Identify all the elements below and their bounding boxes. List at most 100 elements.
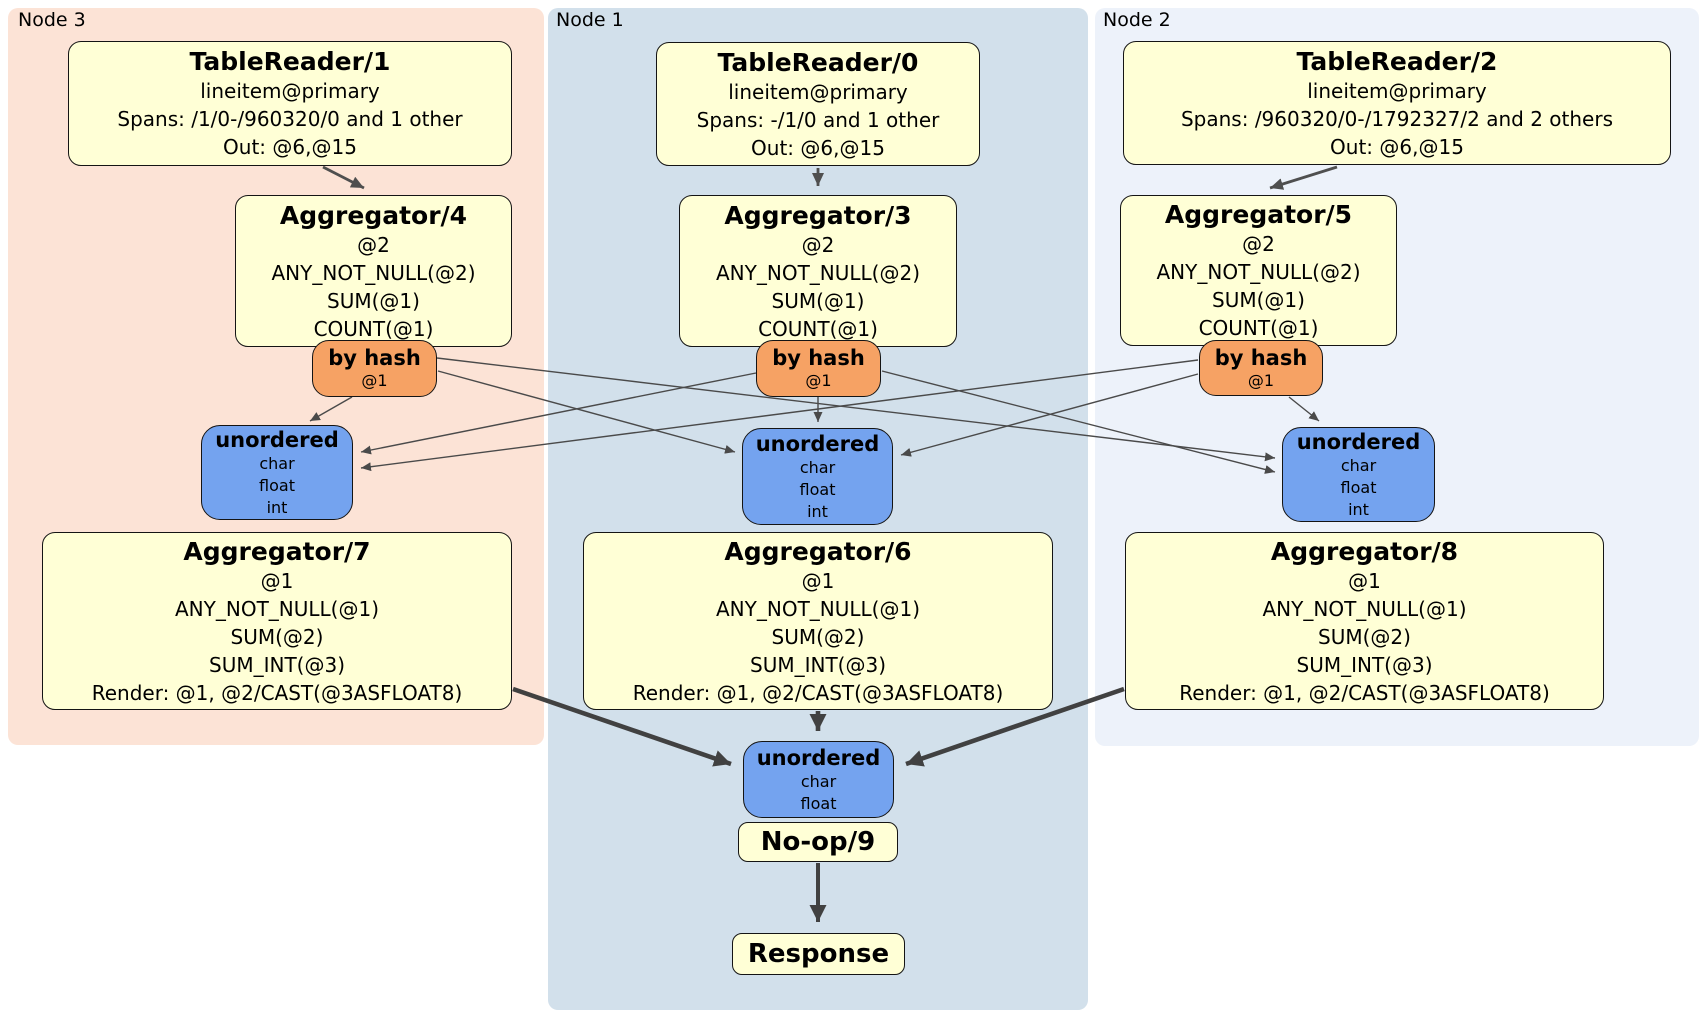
aggregator-6-render: Render: @1, @2/CAST(@3ASFLOAT8) bbox=[632, 680, 1004, 705]
by-hash-router-node1-key: @1 bbox=[805, 371, 832, 390]
aggregator-8-fn2: SUM(@2) bbox=[1318, 624, 1411, 649]
by-hash-router-node2: by hash @1 bbox=[1199, 340, 1323, 396]
aggregator-7-fn2: SUM(@2) bbox=[230, 624, 324, 649]
by-hash-router-node3-key: @1 bbox=[361, 371, 388, 390]
unordered-sync-node1-type3: int bbox=[807, 501, 828, 521]
aggregator-5-group: @2 bbox=[1242, 232, 1275, 256]
aggregator-4-group: @2 bbox=[357, 232, 390, 257]
tablereader-1-spans: Spans: /1/0-/960320/0 and 1 other bbox=[117, 107, 463, 131]
unordered-sync-node2-type3: int bbox=[1348, 499, 1369, 519]
tablereader-2-index: lineitem@primary bbox=[1307, 78, 1487, 103]
aggregator-3-box: Aggregator/3 @2 ANY_NOT_NULL(@2) SUM(@1)… bbox=[679, 195, 957, 347]
aggregator-4-fn3: COUNT(@1) bbox=[313, 316, 434, 341]
edge-router3-sync3 bbox=[309, 396, 353, 422]
aggregator-5-fn3: COUNT(@1) bbox=[1198, 316, 1319, 340]
unordered-sync-final-type2: float bbox=[800, 793, 837, 813]
tablereader-0-out: Out: @6,@15 bbox=[751, 135, 885, 160]
tablereader-0-index: lineitem@primary bbox=[728, 79, 908, 104]
tablereader-1-out: Out: @6,@15 bbox=[223, 135, 357, 159]
aggregator-7-fn3: SUM_INT(@3) bbox=[209, 652, 345, 677]
unordered-sync-node3-type2: float bbox=[259, 475, 295, 495]
aggregator-5-fn1: ANY_NOT_NULL(@2) bbox=[1156, 260, 1361, 284]
tablereader-2-box: TableReader/2 lineitem@primary Spans: /9… bbox=[1123, 41, 1671, 165]
aggregator-3-fn1: ANY_NOT_NULL(@2) bbox=[716, 260, 920, 285]
aggregator-7-fn1: ANY_NOT_NULL(@1) bbox=[175, 596, 379, 621]
by-hash-router-node2-key: @1 bbox=[1247, 370, 1275, 390]
noop-box: No-op/9 bbox=[738, 822, 898, 862]
aggregator-4-box: Aggregator/4 @2 ANY_NOT_NULL(@2) SUM(@1)… bbox=[235, 195, 512, 347]
by-hash-router-node3-label: by hash bbox=[328, 346, 421, 370]
aggregator-6-box: Aggregator/6 @1 ANY_NOT_NULL(@1) SUM(@2)… bbox=[583, 532, 1053, 710]
unordered-sync-node2-label: unordered bbox=[1296, 429, 1421, 454]
tablereader-1-box: TableReader/1 lineitem@primary Spans: /1… bbox=[68, 41, 512, 166]
aggregator-7-title: Aggregator/7 bbox=[183, 536, 371, 566]
aggregator-3-fn2: SUM(@1) bbox=[771, 288, 865, 313]
edge-router1-sync3 bbox=[360, 372, 757, 455]
aggregator-3-group: @2 bbox=[801, 232, 835, 257]
aggregator-3-title: Aggregator/3 bbox=[724, 200, 912, 230]
unordered-sync-node3-type3: int bbox=[266, 497, 288, 517]
tablereader-0-box: TableReader/0 lineitem@primary Spans: -/… bbox=[656, 42, 980, 166]
by-hash-router-node1-label: by hash bbox=[772, 346, 865, 370]
tablereader-0-spans: Spans: -/1/0 and 1 other bbox=[696, 107, 940, 132]
unordered-sync-final-label: unordered bbox=[756, 745, 881, 770]
response-title: Response bbox=[747, 939, 890, 969]
tablereader-2-spans: Spans: /960320/0-/1792327/2 and 2 others bbox=[1180, 106, 1613, 131]
edge-tr1-agg4 bbox=[322, 165, 365, 190]
edge-router2-sync3 bbox=[360, 359, 1199, 472]
aggregator-8-render: Render: @1, @2/CAST(@3ASFLOAT8) bbox=[1179, 680, 1550, 705]
aggregator-8-title: Aggregator/8 bbox=[1270, 536, 1459, 566]
edge-router2-sync2 bbox=[1288, 396, 1320, 422]
aggregator-6-fn3: SUM_INT(@3) bbox=[750, 652, 886, 677]
response-box: Response bbox=[732, 933, 905, 975]
unordered-sync-node2: unordered char float int bbox=[1282, 427, 1435, 522]
unordered-sync-node3-type1: char bbox=[259, 453, 295, 473]
panel-label-node2: Node 2 bbox=[1103, 9, 1171, 31]
aggregator-8-box: Aggregator/8 @1 ANY_NOT_NULL(@1) SUM(@2)… bbox=[1125, 532, 1604, 710]
aggregator-5-box: Aggregator/5 @2 ANY_NOT_NULL(@2) SUM(@1)… bbox=[1120, 195, 1397, 346]
by-hash-router-node1: by hash @1 bbox=[756, 340, 881, 397]
aggregator-6-fn1: ANY_NOT_NULL(@1) bbox=[716, 596, 920, 621]
by-hash-router-node3: by hash @1 bbox=[312, 340, 437, 397]
aggregator-8-fn1: ANY_NOT_NULL(@1) bbox=[1262, 596, 1467, 621]
aggregator-5-title: Aggregator/5 bbox=[1164, 200, 1353, 229]
aggregator-5-fn2: SUM(@1) bbox=[1212, 288, 1305, 312]
aggregator-4-title: Aggregator/4 bbox=[279, 200, 468, 230]
aggregator-7-render: Render: @1, @2/CAST(@3ASFLOAT8) bbox=[91, 680, 463, 705]
aggregator-7-box: Aggregator/7 @1 ANY_NOT_NULL(@1) SUM(@2)… bbox=[42, 532, 512, 710]
unordered-sync-node2-type2: float bbox=[1340, 477, 1377, 497]
unordered-sync-node3: unordered char float int bbox=[201, 425, 353, 520]
aggregator-4-fn2: SUM(@1) bbox=[327, 288, 420, 313]
edge-router2-sync1 bbox=[900, 373, 1199, 457]
aggregator-3-fn3: COUNT(@1) bbox=[758, 316, 878, 341]
aggregator-4-fn1: ANY_NOT_NULL(@2) bbox=[271, 260, 476, 285]
unordered-sync-node1: unordered char float int bbox=[742, 428, 893, 525]
aggregator-6-fn2: SUM(@2) bbox=[771, 624, 865, 649]
tablereader-0-title: TableReader/0 bbox=[717, 47, 919, 77]
aggregator-6-title: Aggregator/6 bbox=[724, 536, 912, 566]
tablereader-2-title: TableReader/2 bbox=[1296, 46, 1498, 76]
tablereader-1-index: lineitem@primary bbox=[200, 79, 380, 103]
unordered-sync-node3-label: unordered bbox=[215, 427, 339, 452]
panel-label-node3: Node 3 bbox=[18, 9, 86, 31]
tablereader-1-title: TableReader/1 bbox=[189, 47, 391, 76]
tablereader-2-out: Out: @6,@15 bbox=[1330, 134, 1464, 159]
by-hash-router-node2-label: by hash bbox=[1214, 345, 1308, 370]
aggregator-8-group: @1 bbox=[1348, 568, 1381, 593]
unordered-sync-final: unordered char float bbox=[743, 741, 894, 818]
edge-tr2-agg5 bbox=[1269, 165, 1338, 190]
unordered-sync-node2-type1: char bbox=[1340, 455, 1377, 475]
unordered-sync-node1-label: unordered bbox=[755, 431, 880, 456]
unordered-sync-node1-type1: char bbox=[799, 457, 836, 477]
aggregator-7-group: @1 bbox=[260, 568, 294, 593]
edge-router3-sync2 bbox=[436, 357, 1276, 462]
edge-agg8-syncfinal bbox=[905, 686, 1125, 767]
aggregator-8-fn3: SUM_INT(@3) bbox=[1296, 652, 1433, 677]
unordered-sync-final-type1: char bbox=[800, 771, 837, 791]
edge-agg7-syncfinal bbox=[512, 686, 732, 767]
unordered-sync-node1-type2: float bbox=[799, 479, 836, 499]
panel-label-node1: Node 1 bbox=[556, 9, 624, 31]
noop-title: No-op/9 bbox=[760, 827, 876, 857]
